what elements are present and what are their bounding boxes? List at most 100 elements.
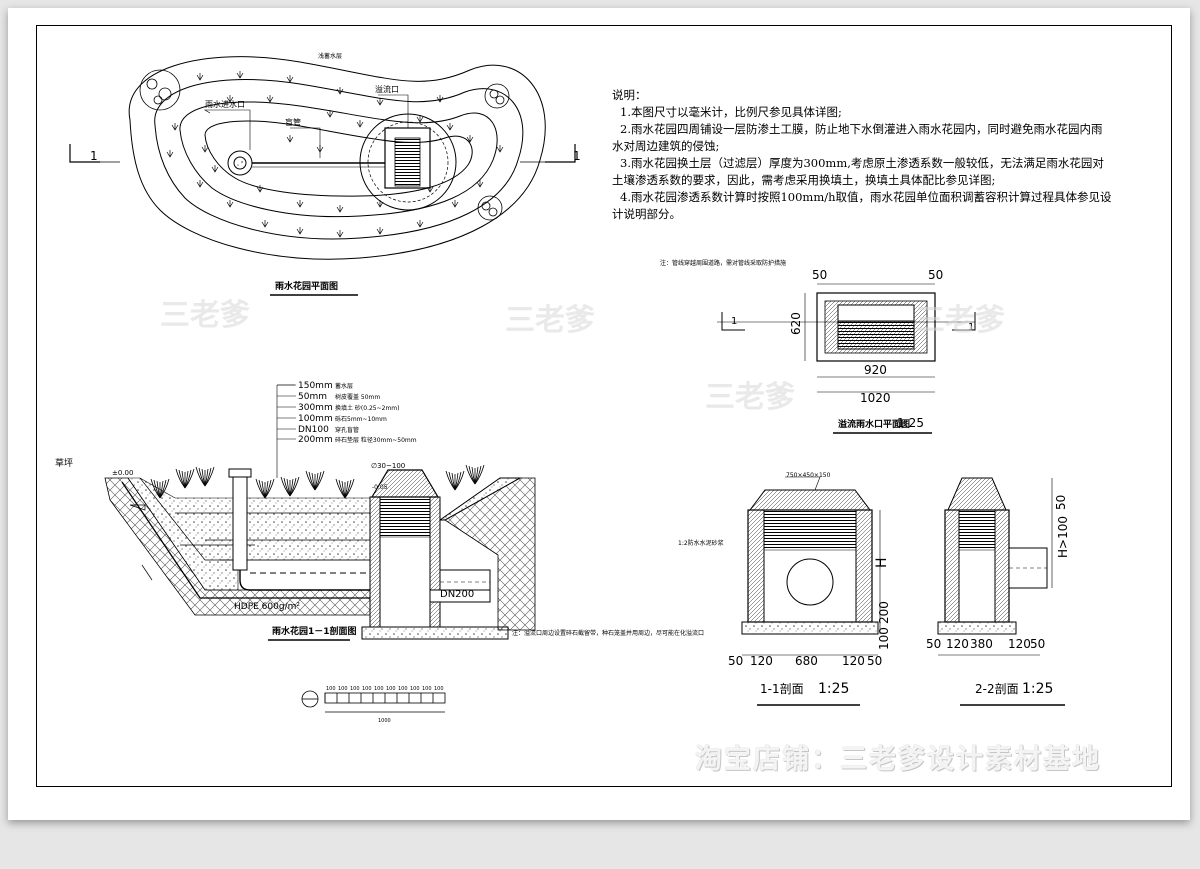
section-11-dim-200: 200 (877, 601, 891, 624)
section-layer-desc: 蓄水层 (335, 382, 353, 390)
plant-mark (296, 200, 304, 208)
dimension-label: 120 (1008, 637, 1031, 651)
section-pipe-label: DN200 (440, 589, 474, 600)
section-22-dim-50: 50 (1054, 495, 1068, 510)
note-item-3: 3.雨水花园换土层（过滤层）厚度为300mm,考虑原土渗透系数一般较低，无法满足… (612, 156, 1104, 187)
rock-cluster (139, 69, 510, 221)
section-level: ±0.00 (112, 469, 133, 477)
plan-label-inlet: 雨水进水口 (205, 99, 245, 109)
section-layer-desc: 穿孔盲管 (335, 426, 359, 434)
dimension-label: 50 (926, 637, 941, 651)
plant-mark (166, 150, 174, 158)
plant-mark (296, 227, 304, 235)
overflow-plan-dim-top-right: 50 (928, 268, 943, 282)
vegetation-blade (454, 470, 465, 491)
plant-mark (436, 95, 444, 103)
rain-garden-section (104, 384, 536, 641)
section-22-title: 2-2剖面 (975, 682, 1019, 696)
plant-mark (336, 205, 344, 213)
section-layer-label: DN100 (298, 425, 329, 435)
plant-mark (446, 123, 454, 131)
overflow-plan-mark-right: 1 (968, 322, 974, 333)
section-11-wall-note: 1:2防水水泥砂浆 (678, 539, 724, 547)
section-layer-label: 100mm (298, 414, 333, 424)
plant-mark (376, 200, 384, 208)
scale-tick-label: 100 (338, 686, 348, 692)
plant-mark (376, 227, 384, 235)
note-item-4: 4.雨水花园渗透系数计算时按照100mm/h取值，雨水花园单位面积调蓄容积计算过… (612, 190, 1112, 221)
section-title: 雨水花园1－1剖面图 (272, 625, 357, 637)
plant-mark (196, 73, 204, 81)
dimension-label: 680 (795, 654, 818, 668)
dimension-label: 380 (970, 637, 993, 651)
plan-view (69, 56, 576, 296)
dimension-label: 120 (842, 654, 865, 668)
section-layer-desc: 碎石垫层 粒径30mm~50mm (335, 436, 417, 444)
scale-tick-label: 100 (374, 686, 384, 692)
plant-mark (256, 185, 264, 193)
scale-tick-label: 100 (326, 686, 336, 692)
vegetation-blade (314, 470, 325, 491)
section-11-h: H (874, 557, 890, 568)
vegetation-blade (344, 478, 355, 499)
overflow-plan-title: 溢流雨水口平面图 (838, 418, 910, 430)
plant-mark (211, 165, 219, 173)
scale-tick-label: 100 (422, 686, 432, 692)
plant-mark (466, 135, 474, 143)
shop-watermark: 淘宝店铺：三老爹设计素材基地 (695, 744, 1101, 775)
plan-title: 雨水花园平面图 (275, 280, 338, 292)
overflow-plan-scale: 1:25 (897, 416, 924, 430)
plant-mark (326, 110, 334, 118)
plant-mark (451, 200, 459, 208)
plant-mark (226, 95, 234, 103)
scale-total: 1000 (378, 718, 391, 724)
plant-mark (171, 123, 179, 131)
note-item-2: 2.雨水花园四周铺设一层防渗土工膜，防止地下水倒灌进入雨水花园内，同时避免雨水花… (612, 122, 1103, 153)
scale-tick-label: 100 (386, 686, 396, 692)
vegetation-blade (474, 464, 485, 485)
dimension-label: 50 (728, 654, 743, 668)
vegetation-blade (159, 478, 170, 499)
plant-mark (336, 230, 344, 238)
vegetation-blade (264, 478, 275, 499)
plan-label-top: 浅蓄水层 (318, 52, 342, 60)
plant-mark (356, 120, 364, 128)
note-item-1: 1.本图尺寸以毫米计，比例尺参见具体详图; (620, 105, 842, 119)
section-layer-label: 50mm (298, 392, 327, 402)
design-notes: 说明： 1.本图尺寸以毫米计，比例尺参见具体详图; 2.雨水花园四周铺设一层防渗… (612, 87, 1112, 223)
watermark-mark: 三老爹 (160, 298, 250, 333)
section-layer-desc: 树皮覆盖 50mm (335, 393, 380, 401)
overflow-plan-note: 注：管线穿越周围道路，需对管线采取防护措施 (660, 259, 786, 267)
overflow-plan-dim-top-left: 50 (812, 268, 827, 282)
section-membrane: HDPE 600g/m² (234, 602, 300, 612)
plan-section-mark-right: 1 (573, 149, 581, 163)
notes-heading: 说明： (612, 88, 647, 102)
plant-mark (476, 180, 484, 188)
section-grass-label: 草坪 (55, 457, 73, 469)
scale-bar (301, 690, 446, 713)
plant-mark (336, 87, 344, 95)
plant-mark (201, 145, 209, 153)
plant-mark (286, 135, 294, 143)
vegetation-blade (289, 476, 300, 497)
dimension-label: 120 (750, 654, 773, 668)
plant-mark (266, 95, 274, 103)
section-note: 注：溢流口周边设置碎石截留带，种石笼盖并用周边，尽可能在化溢流口 (512, 629, 704, 637)
plant-mark (376, 98, 384, 106)
watermark-mark: 三老爹 (915, 303, 1005, 338)
dimension-label: 50 (867, 654, 882, 668)
section-layer-desc: 砾石5mm~10mm (335, 415, 387, 423)
vegetation-blade (204, 466, 215, 487)
plant-mark (316, 145, 324, 153)
plan-label-overflow: 溢流口 (375, 84, 399, 94)
section-11-grate: 750×450×150 (786, 472, 831, 479)
plant-mark (416, 115, 424, 123)
plant-mark (426, 185, 434, 193)
section-1-1-drawing (741, 476, 881, 706)
scale-tick-label: 100 (434, 686, 444, 692)
section-layer-label: 150mm (298, 381, 333, 391)
section-11-dim-100: 100 (877, 627, 891, 650)
plant-mark (416, 220, 424, 228)
section-layer-desc: 换填土 砂(0.25~2mm) (335, 404, 399, 412)
